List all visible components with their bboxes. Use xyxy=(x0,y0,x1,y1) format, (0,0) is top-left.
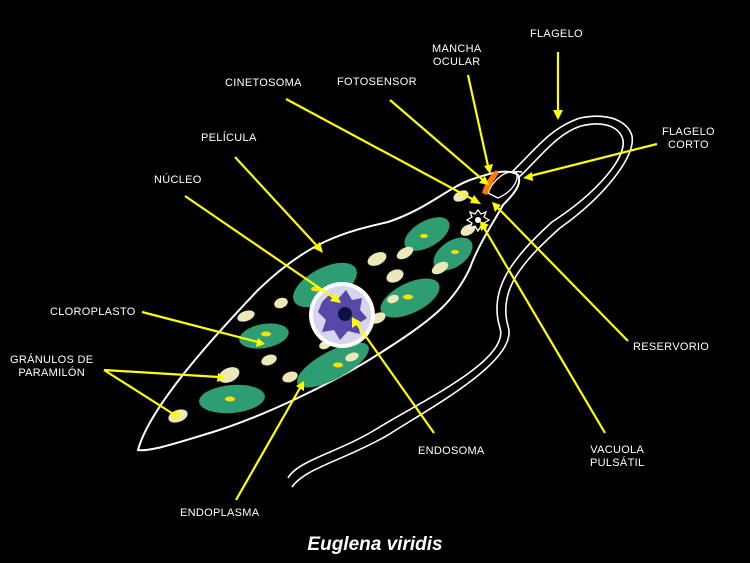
label-cloroplasto: CLOROPLASTO xyxy=(50,306,136,318)
contractile-vacuole xyxy=(465,208,491,233)
eyespot xyxy=(482,170,499,195)
label-fotosensor: FOTOSENSOR xyxy=(337,76,417,88)
long-flagellum xyxy=(287,115,634,488)
label-reservorio: RESERVORIO xyxy=(633,341,710,353)
label-cinetosoma: CINETOSOMA xyxy=(225,77,302,89)
reservoir xyxy=(487,171,518,199)
diagram-title: Euglena viridis xyxy=(307,534,443,555)
label-nucleo: NÚCLEO xyxy=(154,174,202,186)
nucleus xyxy=(309,282,375,348)
endosome xyxy=(338,307,352,321)
label-flagelo: FLAGELO xyxy=(530,28,583,40)
label-endoplasma: ENDOPLASMA xyxy=(180,507,260,519)
pointer-arrowheads xyxy=(171,110,563,421)
label-pelicula: PELÍCULA xyxy=(201,132,257,144)
pointer-lines xyxy=(103,52,658,501)
label-endosoma: ENDOSOMA xyxy=(418,445,485,457)
